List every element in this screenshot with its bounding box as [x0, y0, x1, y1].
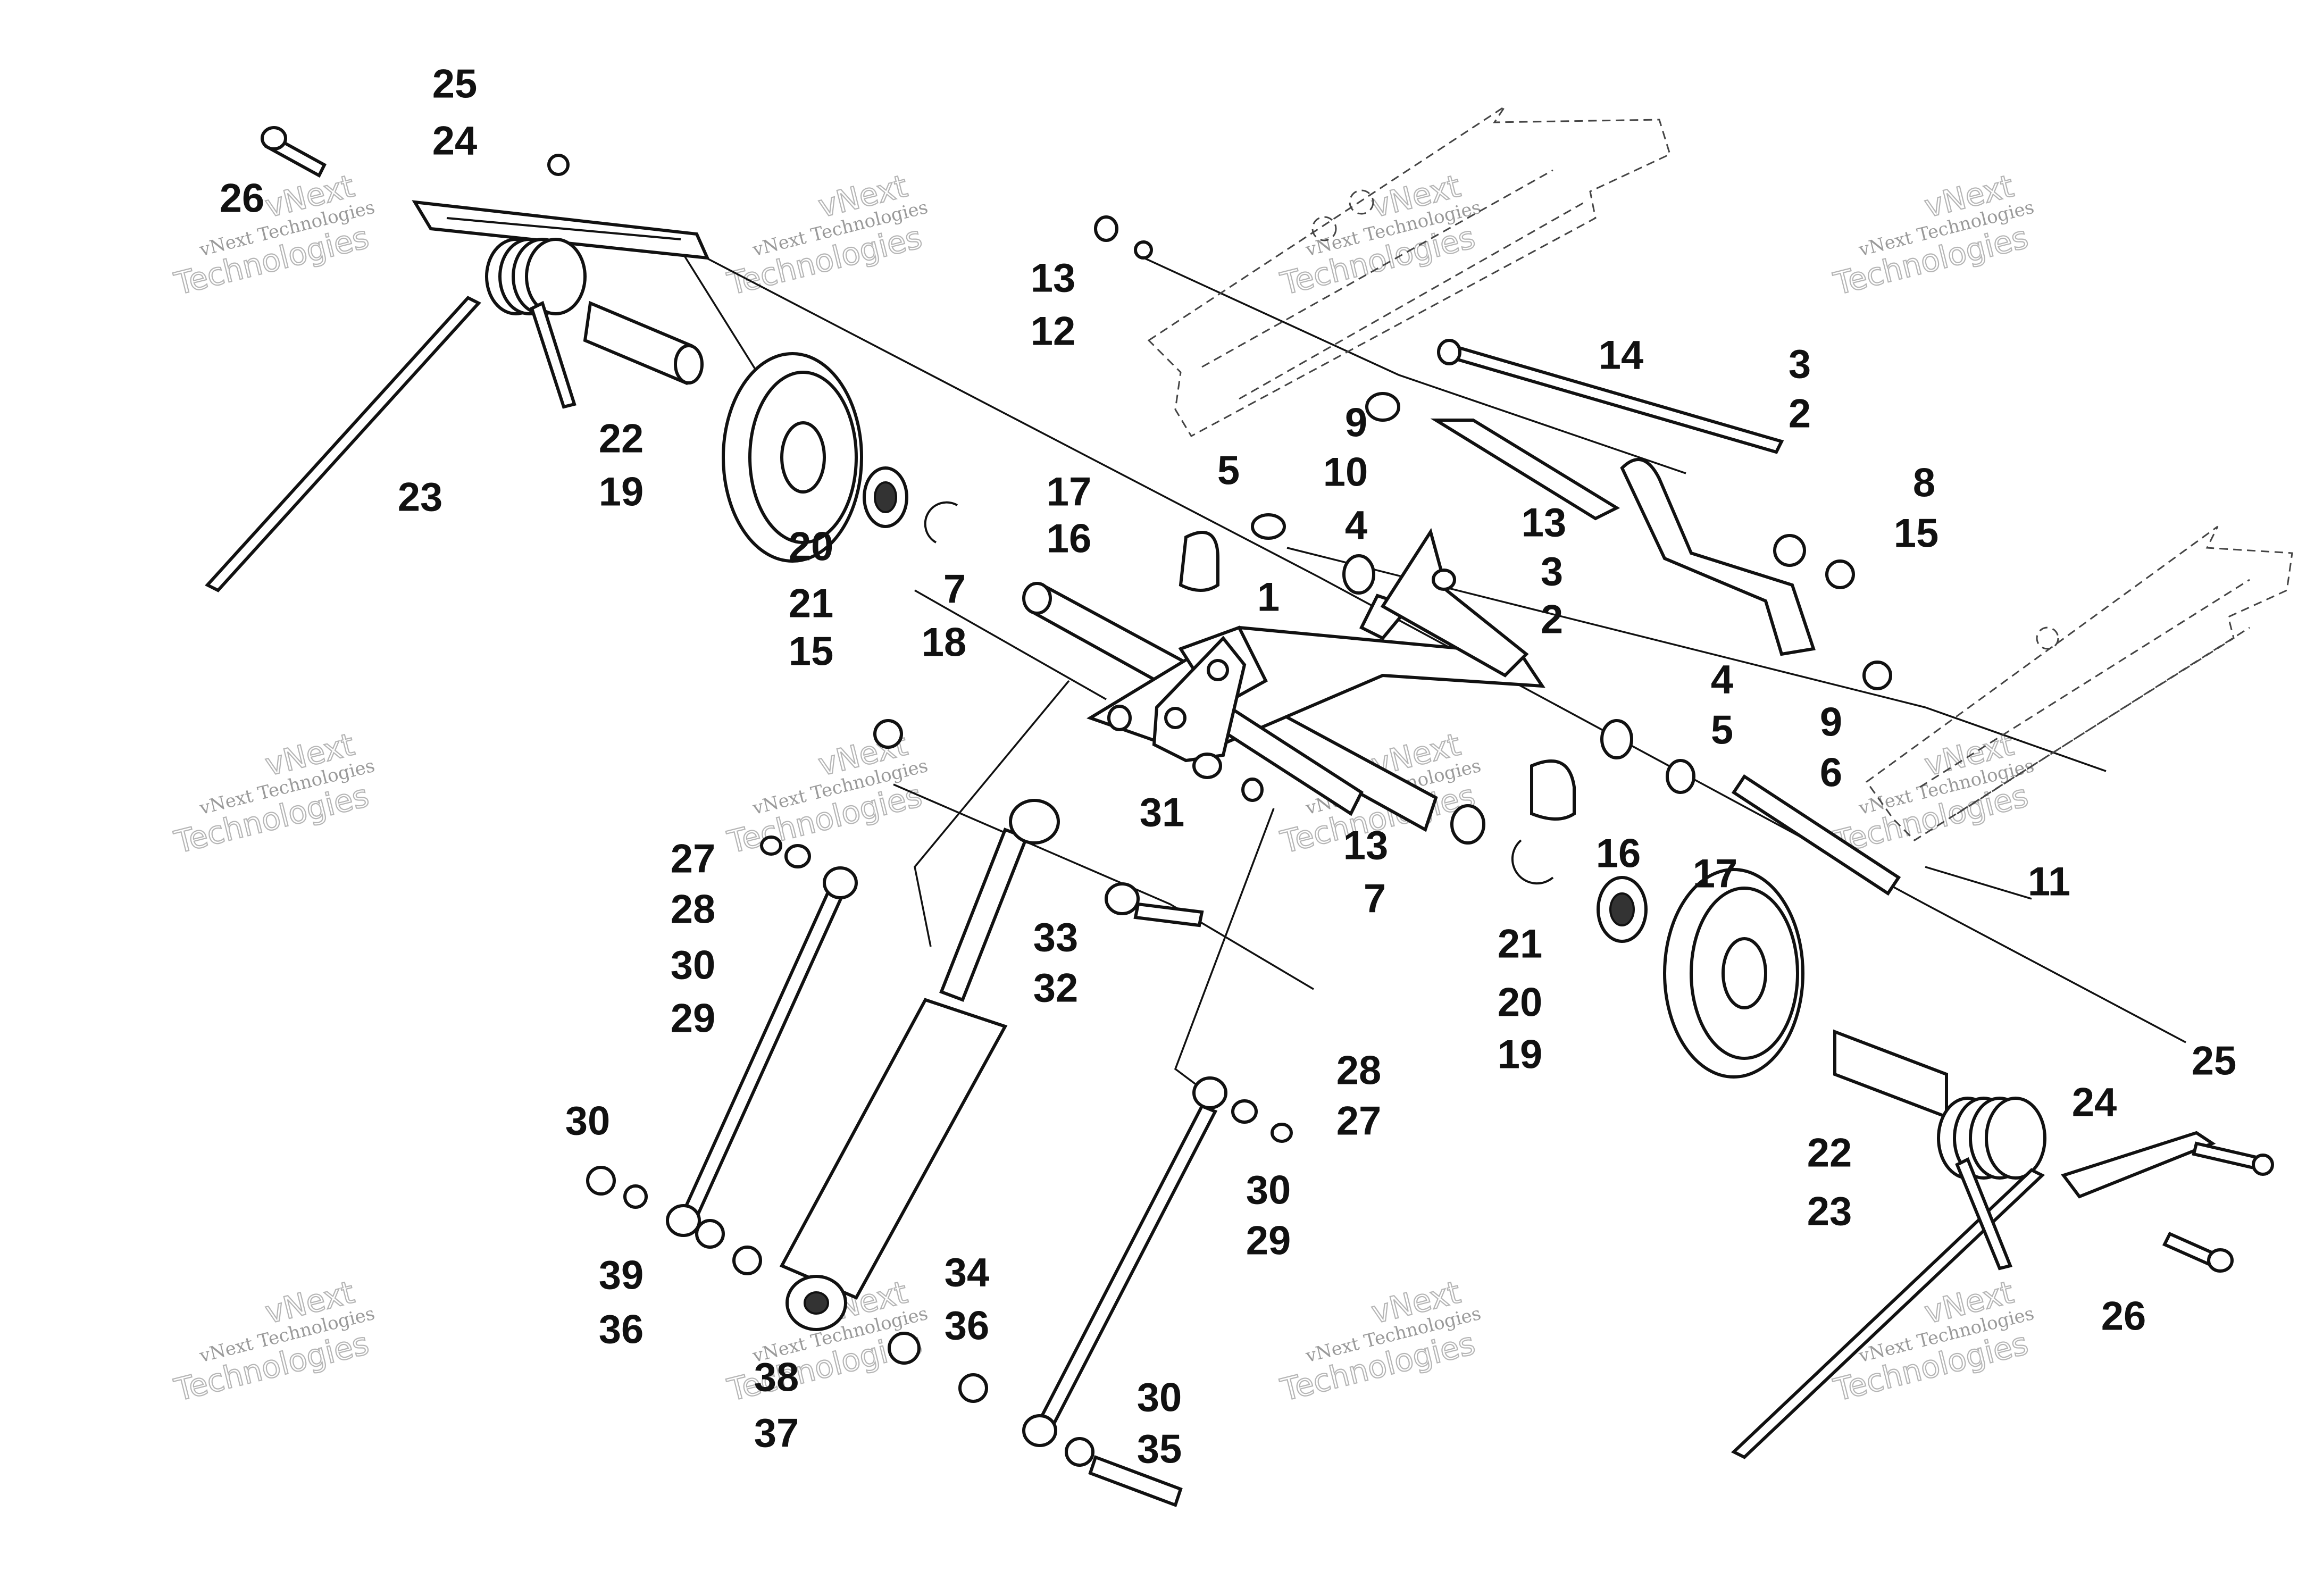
callout-c13c: 13 — [1343, 823, 1389, 868]
left-idler-wheel — [722, 352, 958, 563]
callout-c11: 11 — [2028, 859, 2070, 905]
callout-c23a: 23 — [398, 475, 443, 520]
callout-c7a: 7 — [943, 567, 966, 612]
callout-c15a: 15 — [1894, 511, 1939, 556]
callout-c4b: 4 — [1711, 657, 1733, 703]
callout-c3a: 3 — [1789, 342, 1811, 387]
callout-c33: 33 — [1033, 915, 1079, 960]
callout-c30a: 30 — [671, 943, 716, 988]
callout-c14: 14 — [1599, 333, 1644, 378]
callout-c21b: 21 — [1498, 922, 1543, 967]
callout-c7b: 7 — [1364, 876, 1386, 922]
callout-c28a: 28 — [671, 887, 716, 932]
callout-c38: 38 — [754, 1355, 799, 1400]
callout-c8: 8 — [1913, 461, 1935, 506]
callout-c22a: 22 — [599, 416, 644, 462]
right-torsion-spring-assembly — [1731, 1097, 2216, 1459]
callout-c2b: 2 — [1541, 597, 1563, 642]
callout-c27a: 27 — [671, 837, 716, 882]
callout-c30b: 30 — [565, 1099, 611, 1144]
callout-c1: 1 — [1257, 575, 1280, 620]
callout-c39: 39 — [599, 1253, 644, 1298]
callout-c31: 31 — [1140, 790, 1185, 835]
callout-c3b: 3 — [1541, 549, 1563, 595]
callout-c36a: 36 — [599, 1307, 644, 1352]
callout-c32: 32 — [1033, 966, 1079, 1011]
callout-c23b: 23 — [1807, 1189, 1852, 1234]
callout-c4a: 4 — [1345, 503, 1367, 548]
callout-c24b: 24 — [2072, 1080, 2117, 1125]
pivot-arm-assembly — [1022, 513, 1901, 896]
callout-c27b: 27 — [1336, 1099, 1382, 1144]
callout-c25b: 25 — [2192, 1039, 2237, 1084]
callout-c13b: 13 — [1522, 500, 1567, 546]
callout-c34: 34 — [945, 1250, 990, 1296]
callout-c9b: 9 — [1820, 700, 1842, 745]
callout-c13a: 13 — [1031, 256, 1076, 301]
callout-c19a: 19 — [599, 470, 644, 515]
callout-c2a: 2 — [1789, 391, 1811, 437]
callout-c16a: 16 — [1047, 516, 1092, 562]
callout-c17a: 17 — [1047, 470, 1092, 515]
callout-c9a: 9 — [1345, 400, 1367, 446]
callout-c15b: 15 — [789, 629, 834, 674]
callout-c35: 35 — [1137, 1427, 1182, 1472]
callout-c29b: 29 — [1246, 1218, 1291, 1264]
callout-c16b: 16 — [1596, 831, 1641, 876]
callout-c20a: 20 — [789, 524, 834, 570]
callout-c21a: 21 — [789, 581, 834, 626]
callout-c37: 37 — [754, 1411, 799, 1456]
callout-c30c: 30 — [1246, 1168, 1291, 1213]
callout-c29a: 29 — [671, 996, 716, 1041]
callout-c5a: 5 — [1217, 448, 1240, 494]
callout-c22b: 22 — [1807, 1131, 1852, 1176]
left-torsion-spring-assembly — [205, 200, 710, 592]
callout-c20b: 20 — [1498, 980, 1543, 1025]
callout-c17b: 17 — [1693, 851, 1738, 897]
right-idler-wheel — [1597, 868, 1948, 1119]
callout-c12a: 12 — [1031, 309, 1076, 354]
callout-c26b: 26 — [2101, 1294, 2146, 1339]
upper-link-bracket — [1094, 215, 1892, 690]
callout-c25a: 25 — [432, 62, 478, 107]
track-rail-lower — [1865, 525, 2293, 841]
callout-c6: 6 — [1820, 750, 1842, 796]
callout-c18: 18 — [922, 620, 967, 665]
callout-c5b: 5 — [1711, 708, 1733, 753]
callout-c26a: 26 — [220, 176, 265, 221]
track-rail-upper — [1147, 105, 1671, 438]
shock-absorber — [779, 799, 1060, 1331]
callout-c30d: 30 — [1137, 1375, 1182, 1420]
callout-c24a: 24 — [432, 119, 478, 164]
callout-c10: 10 — [1323, 450, 1368, 495]
callout-c19b: 19 — [1498, 1032, 1543, 1077]
callout-c36b: 36 — [945, 1303, 990, 1349]
callout-c28b: 28 — [1336, 1048, 1382, 1093]
tie-rods-hardware — [261, 126, 2274, 1507]
